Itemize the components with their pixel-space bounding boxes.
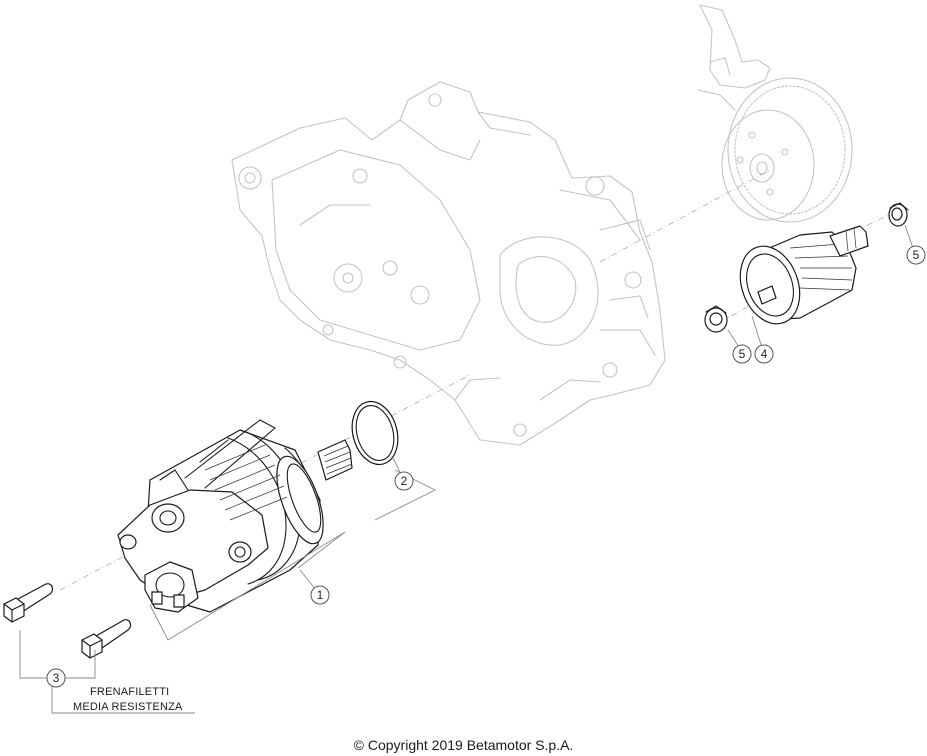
callout-4: 4 xyxy=(754,344,774,364)
engine-crankcase-outline xyxy=(231,81,666,446)
threadlocker-note-line-1: FRENAFILETTI xyxy=(90,686,170,698)
bushing-part-5-left xyxy=(704,305,728,333)
callout-5-right: 5 xyxy=(906,245,926,265)
bolt-part-3-lower xyxy=(81,619,132,659)
svg-text:5: 5 xyxy=(739,347,746,361)
o-ring-part-2 xyxy=(351,400,399,466)
bolt-part-3-upper xyxy=(3,583,54,623)
callout-5-left: 5 xyxy=(732,344,752,364)
copyright-notice: © Copyright 2019 Betamotor S.p.A. xyxy=(353,737,574,753)
flywheel-ring-gear-outline xyxy=(697,4,853,223)
svg-text:5: 5 xyxy=(913,248,920,262)
svg-text:2: 2 xyxy=(401,474,408,488)
threadlocker-note-line-2: MEDIA RESISTENZA xyxy=(73,701,183,713)
svg-text:3: 3 xyxy=(53,671,60,685)
starter-motor-part-1 xyxy=(117,419,353,613)
bushing-part-5-right xyxy=(888,202,909,227)
callout-1: 1 xyxy=(310,585,330,605)
callout-2: 2 xyxy=(394,471,414,491)
svg-text:4: 4 xyxy=(761,347,768,361)
starter-idler-part-4 xyxy=(739,225,869,325)
svg-text:1: 1 xyxy=(317,588,324,602)
callout-3: 3 xyxy=(46,668,66,688)
